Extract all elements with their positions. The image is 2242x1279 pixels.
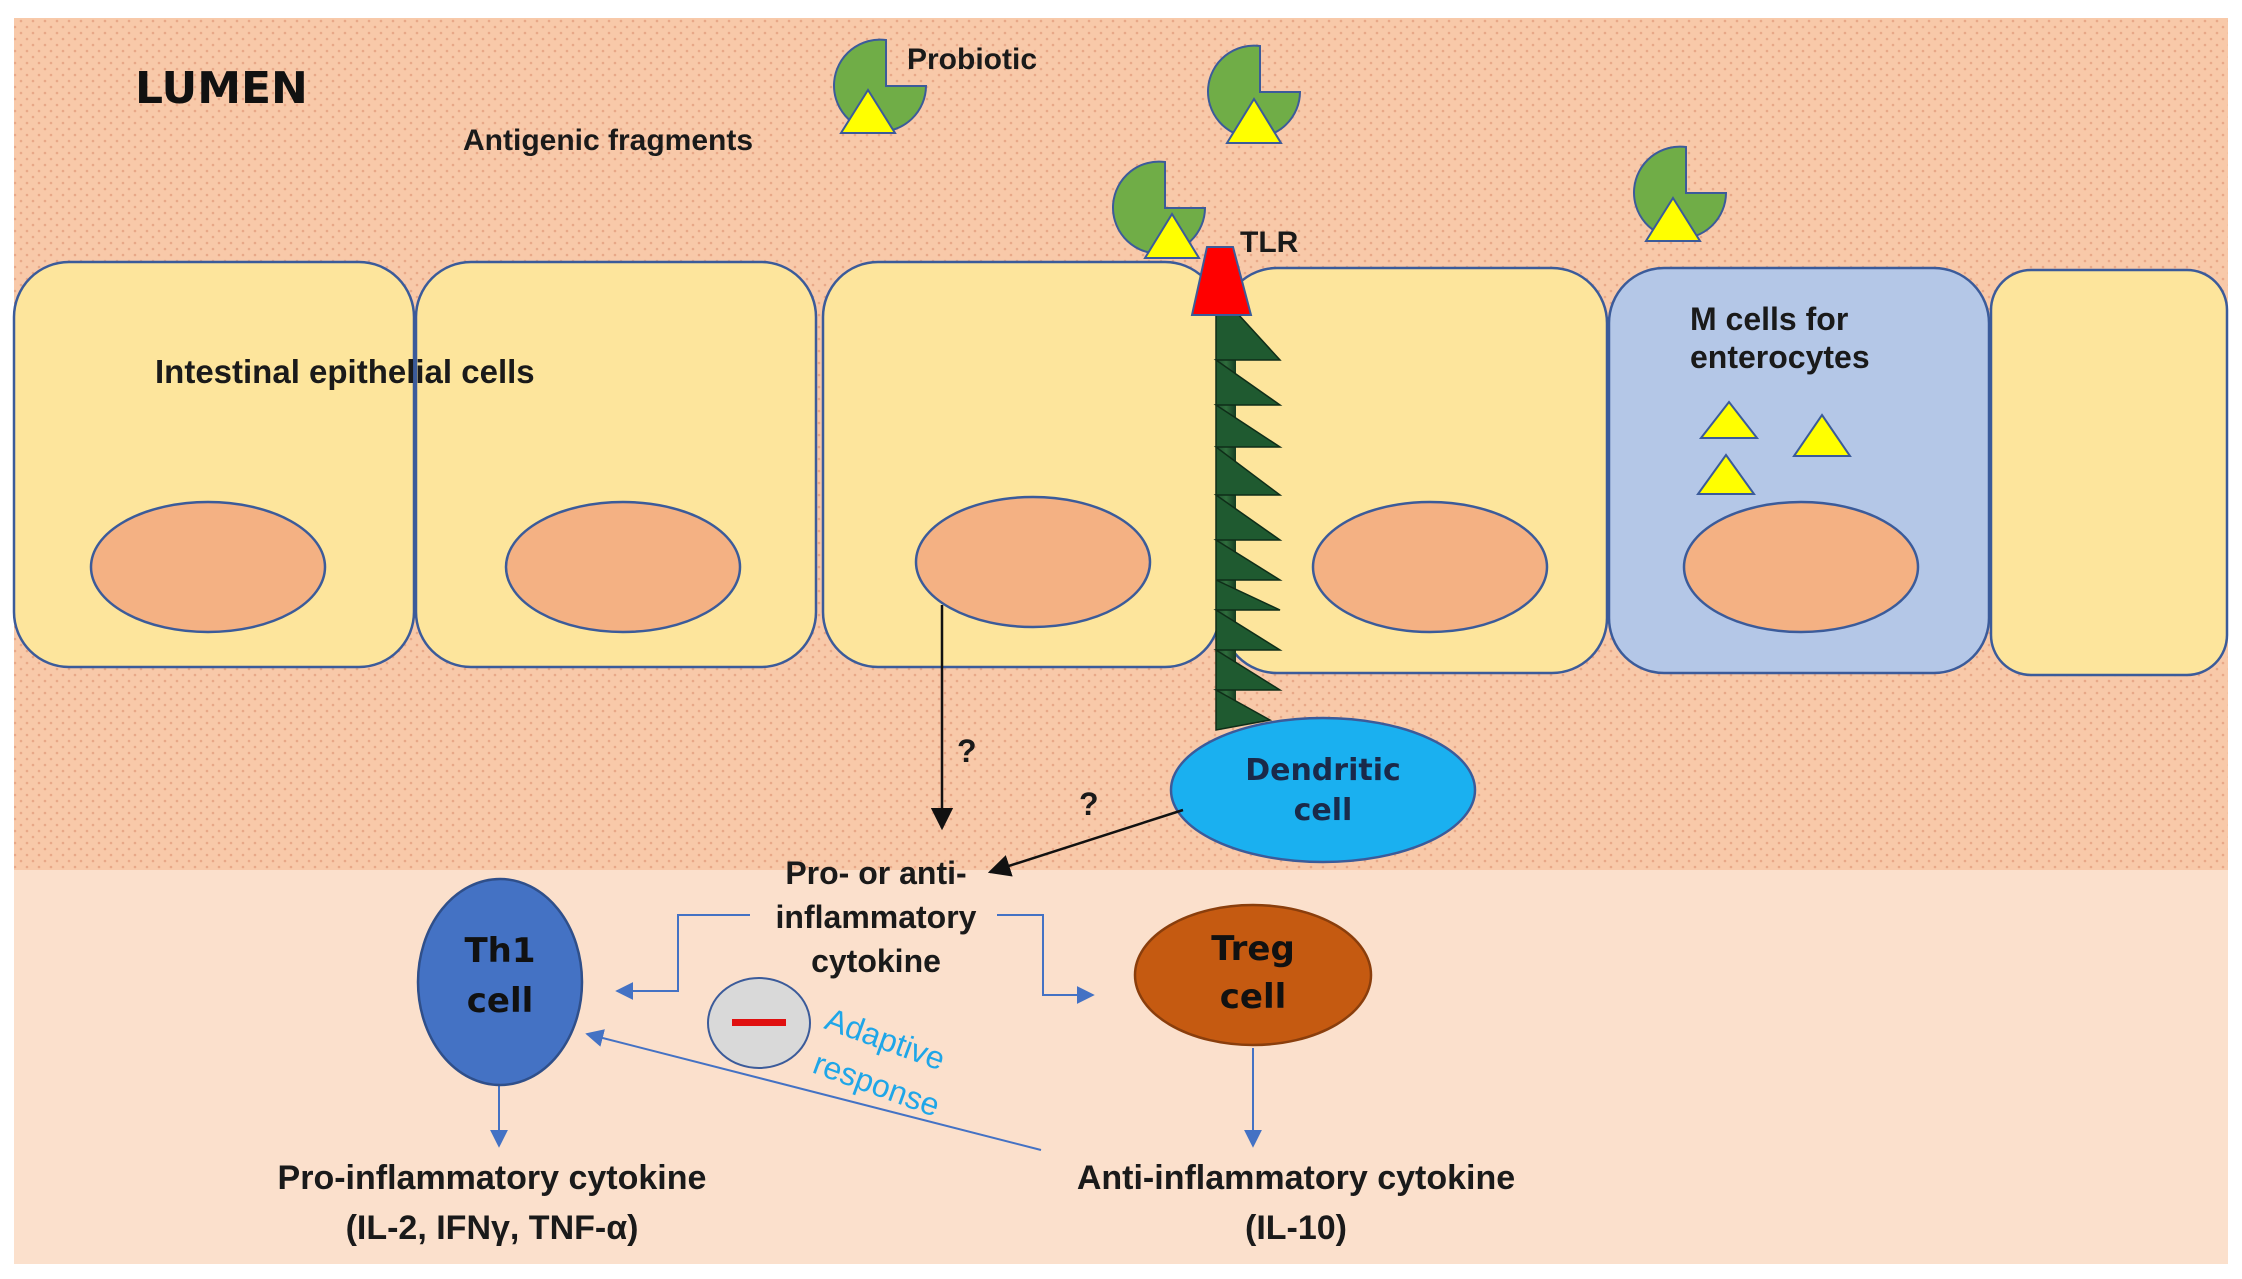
probiotic-icon [1112, 160, 1207, 259]
anti-inflammatory-cytokine-examples: (IL-10) [1245, 1209, 1347, 1247]
antigenic-fragments-label: Antigenic fragments [463, 124, 753, 157]
m-cells-label-line1: M cells for [1690, 301, 1848, 337]
th1-cell-label-line1: Th1 [464, 931, 535, 971]
question-mark: ? [957, 733, 977, 769]
cytokine-label-line3: cytokine [811, 943, 941, 979]
pro-inflammatory-cytokine-examples: (IL-2, IFNγ, TNF-α) [346, 1209, 639, 1247]
nucleus [1311, 500, 1549, 634]
probiotic-icon [1633, 145, 1728, 242]
anti-inflammatory-cytokine-label: Anti-inflammatory cytokine [1077, 1159, 1515, 1197]
signal-arrow [987, 808, 1184, 877]
epithelial-cells-label: Intestinal epithelial cells [155, 353, 535, 390]
th1-cell [416, 877, 584, 1087]
antigen-triangle-icon [1792, 413, 1852, 457]
m-cells-label-line2: enterocytes [1690, 339, 1870, 375]
nucleus [914, 495, 1152, 629]
dendritic-cell [1169, 716, 1477, 864]
probiotic-icon [833, 38, 928, 134]
pathway-arrow [997, 914, 1095, 1004]
treg-cell-label-line2: cell [1220, 977, 1287, 1017]
tlr-label: TLR [1240, 226, 1299, 259]
cytokine-label-line2: inflammatory [776, 899, 977, 935]
epithelial-cell-layer [12, 260, 2229, 677]
th1-cell-label-line2: cell [467, 981, 534, 1021]
lamina-propria-region [14, 870, 2228, 1264]
dendritic-cell-label-line2: cell [1294, 793, 1353, 828]
inhibition-arrow [585, 1029, 1042, 1151]
tlr-receptor-icon [1190, 246, 1253, 316]
question-mark: ? [1079, 786, 1099, 822]
pathway-arrow [615, 914, 750, 1000]
lumen-label: LUMEN [135, 63, 308, 114]
treg-cell [1133, 903, 1373, 1047]
epithelial-cell [1989, 268, 2229, 677]
m-cell-nucleus [1682, 500, 1920, 634]
antigen-triangle-icon [1698, 400, 1760, 439]
nucleus [504, 500, 742, 634]
treg-cell-label-line1: Treg [1211, 929, 1295, 969]
minus-icon [732, 1019, 786, 1026]
dendritic-cell-label-line1: Dendritic [1245, 753, 1401, 788]
dendritic-cell-process [1213, 288, 1283, 731]
nucleus [89, 500, 327, 634]
probiotic-label: Probiotic [907, 43, 1037, 76]
probiotic-icon [1207, 44, 1302, 144]
antigen-triangle-icon [1696, 453, 1756, 495]
cytokine-label-line1: Pro- or anti- [785, 855, 966, 891]
pro-inflammatory-cytokine-label: Pro-inflammatory cytokine [278, 1159, 707, 1197]
